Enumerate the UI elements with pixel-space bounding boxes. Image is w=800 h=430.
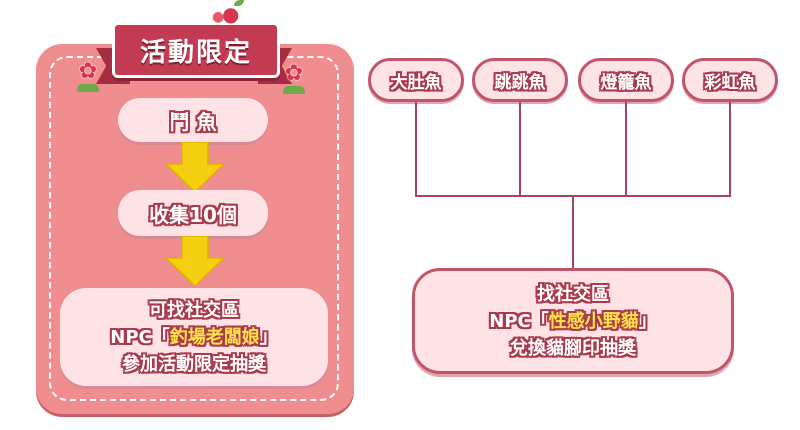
down-arrow-icon [164,142,226,194]
fish-node: 燈籠魚 [578,58,674,102]
step-fight-fish: 鬥 魚 [118,98,268,142]
npc-name-fishing-boss: 釣場老闆娘 [169,326,260,348]
fish-label: 大肚魚 [390,72,442,93]
exchange-line-3: 兌換貓腳印抽獎 [510,337,636,359]
exchange-line-1: 找社交區 [537,283,609,305]
lottery-line-3: 參加活動限定抽獎 [122,353,266,375]
flower-leaf-icon [283,86,305,94]
exchange-npc-box: 找社交區 NPC「性感小野貓」 兌換貓腳印抽獎 [412,268,734,374]
event-title: 活動限定 [139,37,252,68]
fish-node: 跳跳魚 [472,58,568,102]
exchange-line-2: NPC「性感小野貓」 [489,310,657,332]
npc-name-sexy-kitten: 性感小野貓 [548,310,639,332]
lottery-line-1: 可找社交區 [149,299,239,321]
fish-label: 燈籠魚 [600,72,652,93]
connector-line [729,102,731,196]
fish-label: 彩虹魚 [704,72,756,93]
step-collect-label: 收集10個 [149,202,237,227]
fish-node: 大肚魚 [368,58,464,102]
event-title-ribbon: 活動限定 [112,22,280,78]
apple-icon: ● [222,2,240,26]
step-fight-fish-label: 鬥 魚 [169,109,217,134]
apple-leaf-icon [234,0,244,6]
flower-icon: ✿ [78,59,98,84]
connector-line [415,102,417,196]
flower-leaf-icon [77,84,99,92]
lottery-line-2: NPC「釣場老闆娘」 [110,326,278,348]
connector-line [519,102,521,196]
connector-line [625,102,627,196]
flower-icon: ✿ [284,61,304,86]
down-arrow-icon [164,236,226,288]
step-lottery: 可找社交區 NPC「釣場老闆娘」 參加活動限定抽獎 [60,288,328,386]
fish-node: 彩虹魚 [682,58,778,102]
step-collect: 收集10個 [118,190,268,236]
connector-line [572,195,574,269]
fish-label: 跳跳魚 [494,72,546,93]
apple-icon: ● [212,9,225,25]
